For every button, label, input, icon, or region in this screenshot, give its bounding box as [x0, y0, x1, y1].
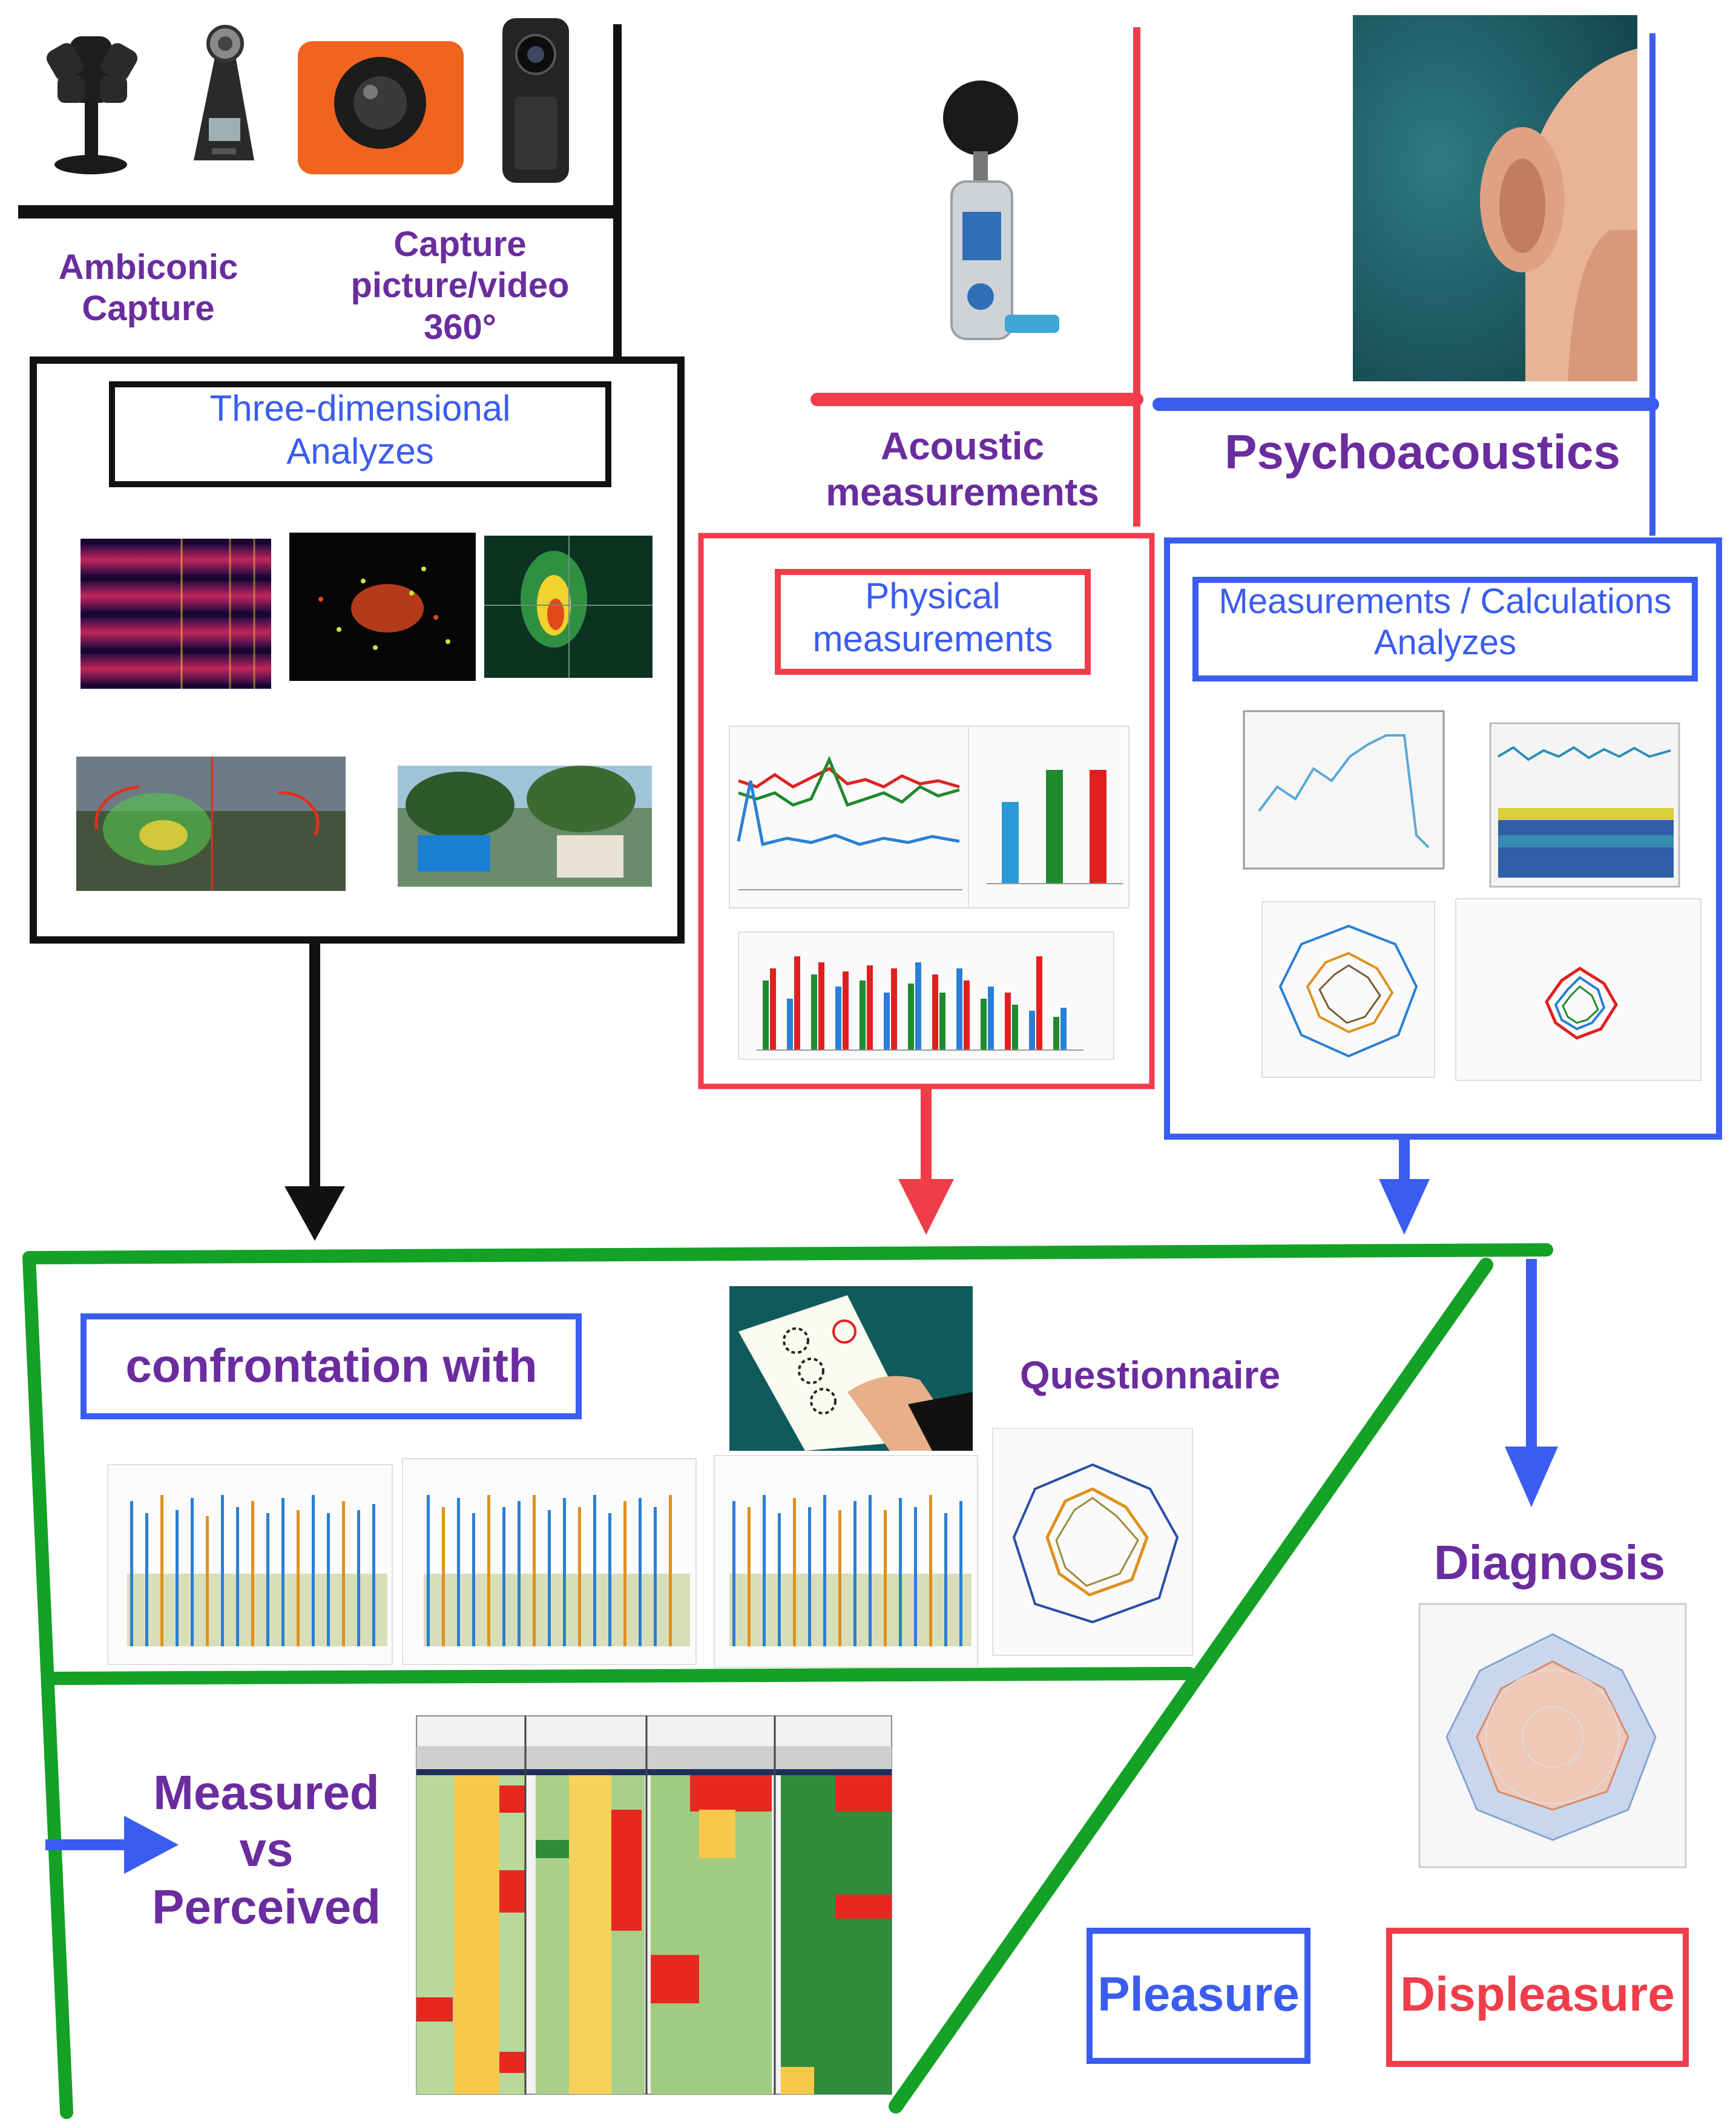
spectrum-bar-chart	[738, 931, 1114, 1060]
orange-360-camera-icon	[298, 41, 464, 174]
sound-map-thumbnail	[289, 533, 476, 681]
psychoacoustics-label: Psychoacoustics	[1225, 425, 1620, 479]
spectrogram-thumbnail	[81, 539, 271, 689]
questionnaire-radar-chart	[992, 1428, 1193, 1656]
confrontation-title: confrontation with	[125, 1339, 538, 1392]
three-dimensional-title: Three-dimensional Analyzes	[209, 388, 511, 471]
zoom-h3-recorder-icon	[194, 25, 254, 160]
radar-chart-2	[1455, 898, 1701, 1081]
sound-level-meter-icon	[943, 80, 1059, 340]
diagnosis-radar-chart	[1418, 1603, 1687, 1868]
comparison-bar-chart-1	[107, 1464, 393, 1665]
acoustic-camera-thumbnail	[484, 536, 653, 678]
leq-bar-chart	[968, 726, 1129, 908]
noise-timeline-chart	[729, 726, 969, 908]
acoustic-measurements-label: Acoustic measurements	[826, 424, 1099, 514]
panorama-acoustic-thumbnail	[76, 757, 346, 891]
loudness-spectrogram	[1489, 722, 1680, 888]
insta360-camera-icon	[502, 18, 569, 183]
ambisonic-capture-label: Ambiconic Capture	[58, 248, 238, 329]
radar-chart-1	[1261, 901, 1435, 1078]
ambisonic-mic-icon	[46, 36, 138, 174]
comparison-bar-chart-2	[402, 1458, 697, 1665]
displeasure-label: Displeasure	[1400, 1967, 1675, 2021]
ear-photo-icon	[1353, 15, 1637, 381]
loudness-chart	[1243, 710, 1445, 870]
measured-vs-perceived-label: Measured vs Perceived	[151, 1766, 381, 1934]
video-capture-label: Capture picture/video 360°	[350, 225, 570, 347]
physical-measurements-title: Physical measurements	[812, 576, 1053, 659]
panorama-photo-thumbnail	[398, 766, 652, 887]
measured-vs-perceived-heatmap	[416, 1715, 892, 2095]
pleasure-label: Pleasure	[1097, 1967, 1300, 2021]
questionnaire-label: Questionnaire	[1019, 1353, 1281, 1397]
questionnaire-hand-icon	[729, 1286, 973, 1451]
diagnosis-label: Diagnosis	[1433, 1536, 1666, 1589]
comparison-bar-chart-3	[714, 1455, 978, 1668]
calculations-analyzes-title: Measurements / Calculations Analyzes	[1218, 582, 1672, 663]
